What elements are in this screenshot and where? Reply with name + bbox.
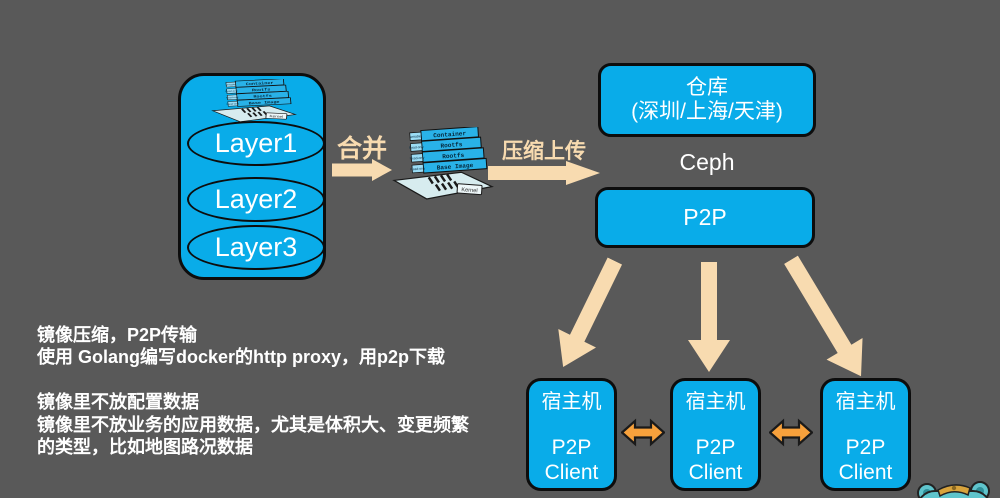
peer-exchange-arrow-icon [621, 418, 665, 447]
layer2-ellipse: Layer2 [187, 177, 325, 222]
host-box-3: 宿主机 P2P Client [820, 378, 911, 491]
layer-side-label: Read-only [226, 103, 240, 106]
registry-locations: (深圳/上海/天津) [631, 100, 783, 123]
host-box-2: 宿主机 P2P Client [670, 378, 761, 491]
layer-side-label: writable [226, 83, 236, 86]
host-client-label: Client [838, 461, 893, 484]
hippo-mascot-icon [917, 481, 990, 498]
layer-row-label: Base Image [437, 162, 474, 172]
layer3-ellipse: Layer3 [187, 225, 325, 270]
layer-row-label: Base Image [248, 100, 280, 106]
layer-row-label: Container [246, 81, 275, 87]
host-p2p-label: P2P [695, 436, 736, 459]
layer-side-label: Read-only [409, 145, 424, 150]
layer-row-label: Rootfs [253, 93, 272, 99]
registry-box: 仓库 (深圳/上海/天津) [598, 63, 816, 137]
host-client-label: Client [688, 461, 743, 484]
ceph-label: Ceph [679, 149, 735, 175]
docker-merged-image-icon: Kernel writable Read-only Read-only Read… [392, 127, 494, 200]
layer-stack: writable Read-only Read-only Read-only C… [225, 79, 292, 107]
note-line: 使用 Golang编写docker的http proxy，用p2p下载 [37, 347, 446, 368]
registry-title: 仓库 [686, 75, 728, 99]
layer-side-label: Read-only [410, 156, 425, 161]
peer-exchange-arrow-icon [769, 418, 813, 447]
layer1-ellipse: Layer1 [187, 121, 325, 166]
compress-upload-arrow-icon [488, 161, 600, 185]
layer-side-label: writable [410, 134, 422, 139]
note-line: 的类型，比如地图路况数据 [37, 437, 253, 458]
image-layers-box: Kernel writable Read-only Read-only Read… [178, 73, 326, 280]
layer-side-label: Read-only [225, 90, 239, 93]
p2p-box: P2P [595, 187, 815, 248]
platform-ticks [427, 173, 460, 192]
host-p2p-label: P2P [551, 436, 592, 459]
layer-side-label: Read-only [410, 166, 425, 171]
download-arrow-left-icon [558, 257, 623, 368]
note-blank-line [37, 369, 517, 391]
layer1-label: Layer1 [214, 128, 298, 158]
host-title: 宿主机 [835, 391, 896, 413]
download-arrow-middle-icon [688, 262, 730, 372]
layer3-label: Layer3 [214, 232, 298, 262]
layer-row-label: Rootfs [440, 141, 463, 150]
merge-arrow-icon [332, 159, 392, 181]
host-p2p-label: P2P [845, 436, 886, 459]
kernel-label: Kernel [461, 187, 478, 194]
host-title: 宿主机 [541, 391, 602, 413]
kernel-label: Kernel [269, 114, 283, 119]
p2p-label: P2P [683, 204, 727, 230]
docker-layers-icon: Kernel writable Read-only Read-only Read… [211, 79, 297, 123]
merge-label: 合并 [336, 135, 387, 163]
layer-row-label: Rootfs [252, 87, 271, 93]
layer-side-label: Read-only [226, 96, 240, 99]
host-title: 宿主机 [685, 391, 746, 413]
download-arrow-right-icon [784, 255, 863, 377]
note-line: 镜像里不放配置数据 [37, 392, 199, 413]
note-line: 镜像压缩，P2P传输 [37, 325, 198, 345]
host-client-label: Client [544, 461, 599, 484]
layer-row-label: Container [433, 130, 467, 139]
compress-upload-label: 压缩上传 [502, 140, 586, 163]
layer-row-label: Rootfs [442, 152, 465, 161]
kernel-plate: Kernel [265, 112, 288, 120]
notes-block: 镜像压缩，P2P传输 使用 Golang编写docker的http proxy，… [37, 324, 517, 458]
note-line: 镜像里不放业务的应用数据，尤其是体积大、变更频繁 [37, 414, 469, 435]
kernel-plate: Kernel [456, 183, 483, 196]
layer-stack: writable Read-only Read-only Read-only C… [409, 127, 488, 174]
layer2-label: Layer2 [214, 184, 298, 214]
host-box-1: 宿主机 P2P Client [526, 378, 617, 491]
